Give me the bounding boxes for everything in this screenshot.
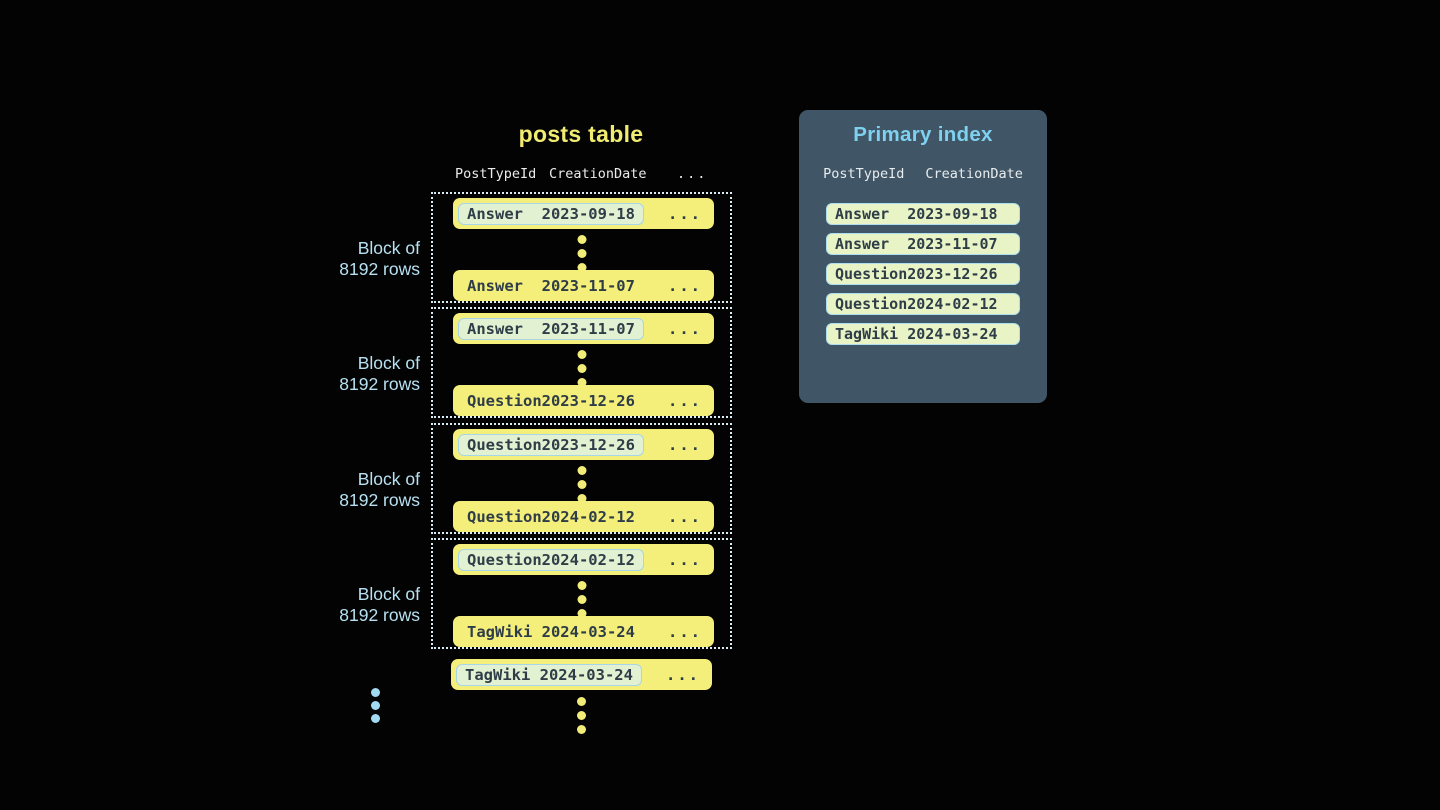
posts-table-block: Block of 8192 rows Question 2023-12-26 .… <box>339 423 732 534</box>
cell-posttypeid: TagWiki <box>835 325 899 343</box>
indexed-entry-highlight: Answer 2023-11-07 <box>458 317 644 340</box>
cell-posttypeid: Question <box>835 295 908 313</box>
table-row-block-last: Question 2024-02-12 ... <box>453 501 714 532</box>
cell-creationdate: 2023-11-07 <box>907 235 998 253</box>
block-label-line2: 8192 rows <box>339 374 420 394</box>
cell-creationdate: 2024-02-12 <box>541 550 635 569</box>
block-label-line1: Block of <box>357 584 420 604</box>
row-more-columns-ellipsis: ... <box>668 391 702 410</box>
block-size-label: Block of 8192 rows <box>250 353 420 395</box>
cell-creationdate: 2024-02-12 <box>541 507 635 526</box>
indexed-entry-highlight: Question 2023-12-26 <box>458 433 644 456</box>
column-header-posttypeid: PostTypeId <box>823 166 905 182</box>
hidden-rows-dots <box>577 232 586 274</box>
more-blocks-dots <box>371 686 380 725</box>
cell-creationdate: 2023-12-26 <box>541 391 635 410</box>
table-row-block-last: TagWiki 2024-03-24 ... <box>453 616 714 647</box>
table-row-next-block-first: TagWiki 2024-03-24 ... <box>451 659 712 690</box>
row-more-columns-ellipsis: ... <box>668 550 702 569</box>
cell-creationdate: 2023-12-26 <box>907 265 998 283</box>
block-size-label: Block of 8192 rows <box>250 584 420 626</box>
cell-posttypeid: Question <box>467 507 542 526</box>
row-more-columns-ellipsis: ... <box>668 319 702 338</box>
hidden-rows-dots <box>577 578 586 620</box>
primary-index-title: Primary index <box>853 123 993 146</box>
row-more-columns-ellipsis: ... <box>668 622 702 641</box>
cell-posttypeid: Answer <box>467 204 523 223</box>
row-more-columns-ellipsis: ... <box>668 204 702 223</box>
table-row-block-first: Question 2023-12-26 ... <box>453 429 714 460</box>
posts-table-title: posts table <box>518 121 644 147</box>
cell-posttypeid: Answer <box>835 235 890 253</box>
cell-posttypeid: Question <box>467 391 542 410</box>
cell-creationdate: 2024-02-12 <box>907 295 998 313</box>
cell-creationdate: 2024-03-24 <box>907 325 998 343</box>
block-label-line2: 8192 rows <box>339 605 420 625</box>
cell-posttypeid: Question <box>467 550 542 569</box>
cell-creationdate: 2024-03-24 <box>541 622 635 641</box>
table-row-block-last: Answer 2023-11-07 ... <box>453 270 714 301</box>
hidden-rows-dots <box>577 347 586 389</box>
column-header-creationdate: CreationDate <box>549 166 647 182</box>
block-size-label: Block of 8192 rows <box>250 238 420 280</box>
primary-index-rows: Answer 2023-09-18 Answer 2023-11-07 Ques… <box>826 203 1020 353</box>
indexed-entry-highlight: TagWiki 2024-03-24 <box>456 663 642 686</box>
cell-posttypeid: Answer <box>467 276 523 295</box>
block-label-line2: 8192 rows <box>339 490 420 510</box>
cell-creationdate: 2024-03-24 <box>539 665 633 684</box>
cell-posttypeid: TagWiki <box>467 622 533 641</box>
row-more-columns-ellipsis: ... <box>666 665 700 684</box>
cell-posttypeid: TagWiki <box>465 665 531 684</box>
cell-creationdate: 2023-12-26 <box>541 435 635 454</box>
primary-index-entry: Question 2024-02-12 <box>826 293 1020 315</box>
hidden-rows-dots <box>577 463 586 505</box>
block-label-line1: Block of <box>357 353 420 373</box>
table-row-block-last: Question 2023-12-26 ... <box>453 385 714 416</box>
column-header-posttypeid: PostTypeId <box>455 166 537 182</box>
block-label-line1: Block of <box>357 469 420 489</box>
indexed-entry-highlight: Answer 2023-09-18 <box>458 202 644 225</box>
table-row-block-first: Answer 2023-09-18 ... <box>453 198 714 229</box>
block-label-line2: 8192 rows <box>339 259 420 279</box>
cell-creationdate: 2023-09-18 <box>907 205 998 223</box>
primary-index-entry: Question 2023-12-26 <box>826 263 1020 285</box>
indexed-entry-highlight: Question 2024-02-12 <box>458 548 644 571</box>
posts-table-block: Block of 8192 rows Question 2024-02-12 .… <box>339 538 732 649</box>
table-row-block-first: Answer 2023-11-07 ... <box>453 313 714 344</box>
more-rows-dots <box>577 694 586 736</box>
column-header-creationdate: CreationDate <box>925 166 1023 182</box>
row-more-columns-ellipsis: ... <box>668 507 702 526</box>
primary-index-column-headers: PostTypeId CreationDate <box>799 166 1047 182</box>
cell-posttypeid: Answer <box>835 205 890 223</box>
cell-posttypeid: Answer <box>467 319 523 338</box>
primary-index-panel: Primary index PostTypeId CreationDate An… <box>799 110 1047 403</box>
table-row-block-first: Question 2024-02-12 ... <box>453 544 714 575</box>
block-label-line1: Block of <box>357 238 420 258</box>
column-header-ellipsis: ... <box>677 166 708 182</box>
cell-creationdate: 2023-11-07 <box>541 319 635 338</box>
cell-posttypeid: Question <box>467 435 542 454</box>
primary-index-entry: Answer 2023-11-07 <box>826 233 1020 255</box>
posts-table-block: Block of 8192 rows Answer 2023-09-18 ...… <box>339 192 732 303</box>
row-more-columns-ellipsis: ... <box>668 435 702 454</box>
cell-posttypeid: Question <box>835 265 908 283</box>
cell-creationdate: 2023-11-07 <box>541 276 635 295</box>
block-size-label: Block of 8192 rows <box>250 469 420 511</box>
cell-creationdate: 2023-09-18 <box>541 204 635 223</box>
primary-index-entry: TagWiki 2024-03-24 <box>826 323 1020 345</box>
primary-index-entry: Answer 2023-09-18 <box>826 203 1020 225</box>
row-more-columns-ellipsis: ... <box>668 276 702 295</box>
posts-table-block: Block of 8192 rows Answer 2023-11-07 ...… <box>339 307 732 418</box>
